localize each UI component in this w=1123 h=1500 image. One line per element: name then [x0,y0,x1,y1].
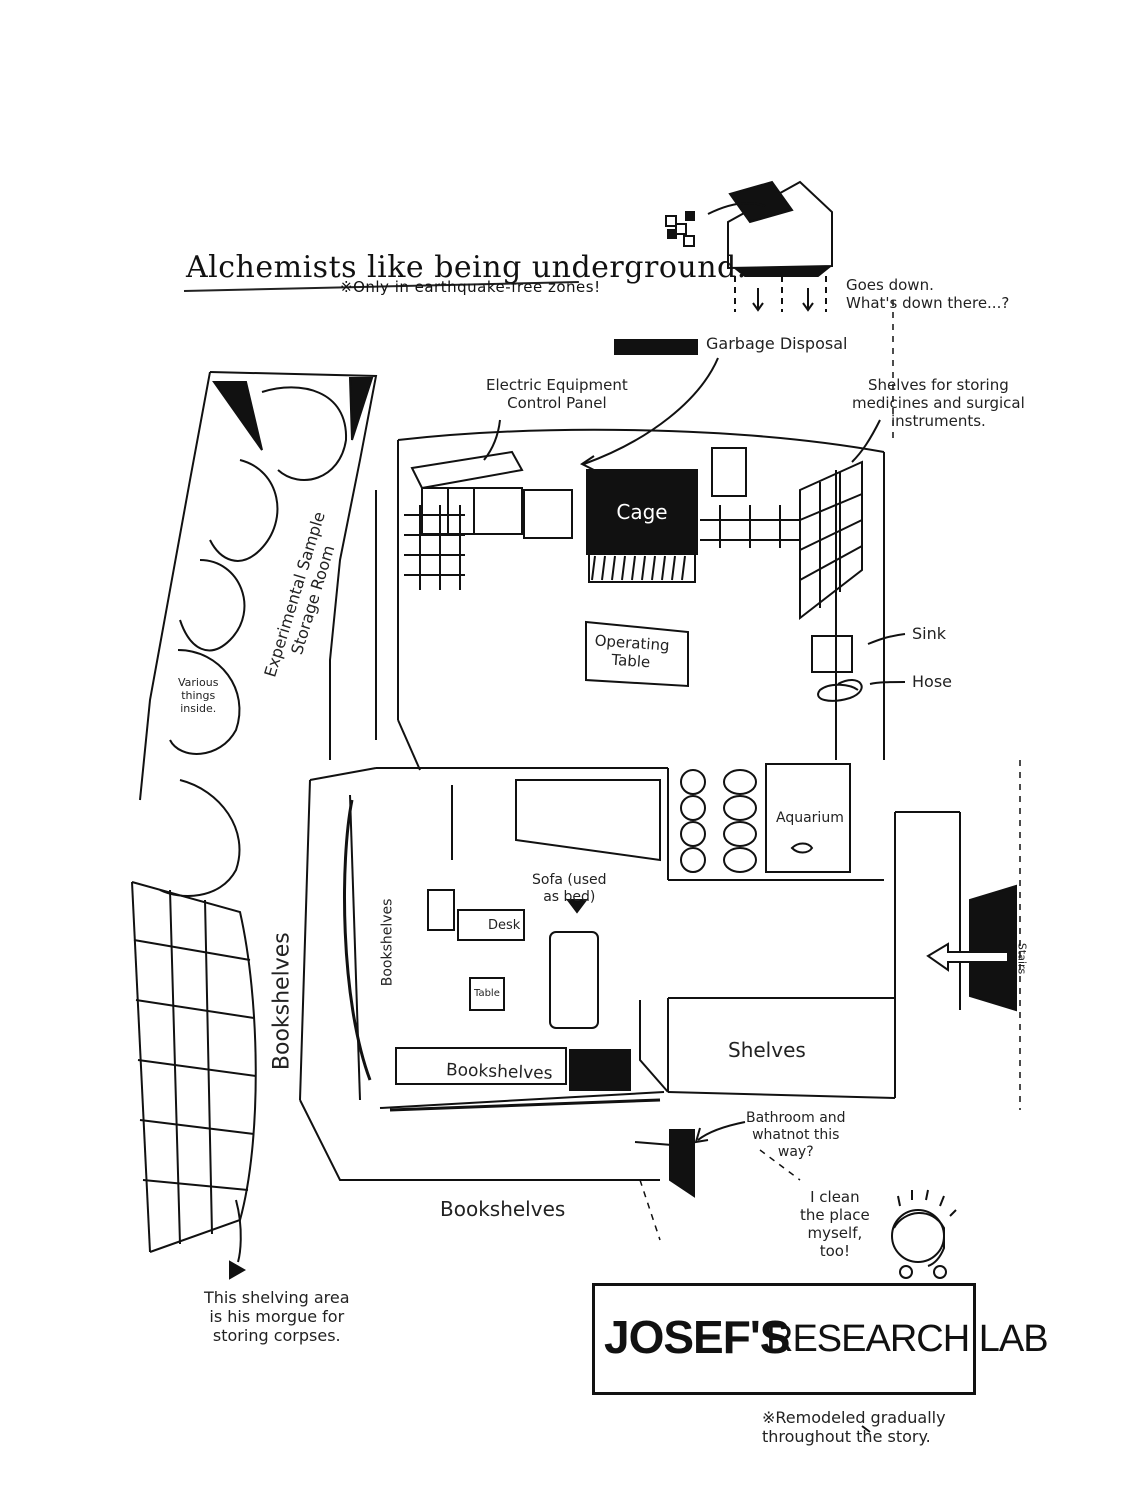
aquarium-drawing [765,763,851,873]
chibi-character-drawing [891,1189,957,1279]
label-garbage-disposal: Garbage Disposal [706,334,848,353]
label-bookshelves-bottom-inner: Bookshelves [445,1060,553,1084]
label-goes-down: Goes down. What's down there...? [846,276,1010,312]
label-bookshelves-inner: Bookshelves [379,898,396,987]
main-room-walls [375,428,885,771]
bathroom-chute [669,1129,695,1198]
lab-title-name: JOSEF'S [604,1311,790,1363]
pinboard-drawing [515,779,661,862]
desk-chair-drawing [427,889,455,931]
medicine-shelves-drawing [799,460,863,621]
label-bathroom: Bathroom and whatnot this way? [746,1110,846,1160]
lower-walls [299,767,961,1181]
label-aquarium: Aquarium [776,810,844,826]
label-various-things: Various things inside. [178,676,219,716]
label-bookshelves-left: Bookshelves [269,932,295,1071]
garbage-disposal-box-drawing [665,180,833,312]
bookshelf-row [389,1098,661,1112]
tank-stack [680,769,757,873]
label-shelves-storing: Shelves for storing medicines and surgic… [852,376,1025,430]
wall-cabinet [711,447,747,497]
morgue-shelving-drawing [131,881,257,1280]
page-title: Alchemists like being underground. [186,250,747,285]
leader-line [867,633,906,645]
leader-line [869,681,906,685]
stair-down-block [569,1049,631,1091]
label-table: Table [474,988,500,999]
label-operating-table: Operating Table [594,631,671,672]
sink-drawing [811,635,853,673]
bookshelf-bottom-inner [395,1047,567,1085]
cage-base [588,553,696,583]
leader-line [583,357,719,465]
label-shelves: Shelves [728,1038,806,1062]
label-sink: Sink [912,624,947,643]
bookshelf-arc [343,799,372,1081]
label-sofa: Sofa (used as bed) [532,872,607,905]
desk-drawing [457,909,525,941]
label-clean-myself: I clean the place myself, too! [800,1188,870,1260]
lab-title-box [592,1283,976,1395]
label-control-panel: Electric Equipment Control Panel [486,376,628,412]
label-cage: Cage [616,500,668,524]
label-desk: Desk [488,918,521,933]
operating-table-drawing [585,620,689,688]
small-table-drawing [469,977,505,1011]
leader-line [851,419,881,463]
sofa-drawing [549,931,599,1029]
sample-room-walls [139,371,378,897]
label-bookshelves-bottom: Bookshelves [440,1197,566,1221]
leader-line [483,419,501,461]
title-note: ※Only in earthquake-free zones! [340,278,601,296]
label-hose: Hose [912,672,952,691]
label-stairs: Stairs [1015,942,1029,975]
control-panel-cabinet [410,450,524,535]
stairs-drawing [926,884,1017,1012]
lab-title-research-lab: RESEARCH LAB [766,1318,1049,1360]
label-morgue: This shelving area is his morgue for sto… [204,1288,350,1346]
cage-block [586,469,698,555]
remodel-note: ※Remodeled gradually throughout the stor… [762,1408,946,1447]
garbage-chute-bar [614,339,698,355]
small-cabinet [523,489,573,539]
